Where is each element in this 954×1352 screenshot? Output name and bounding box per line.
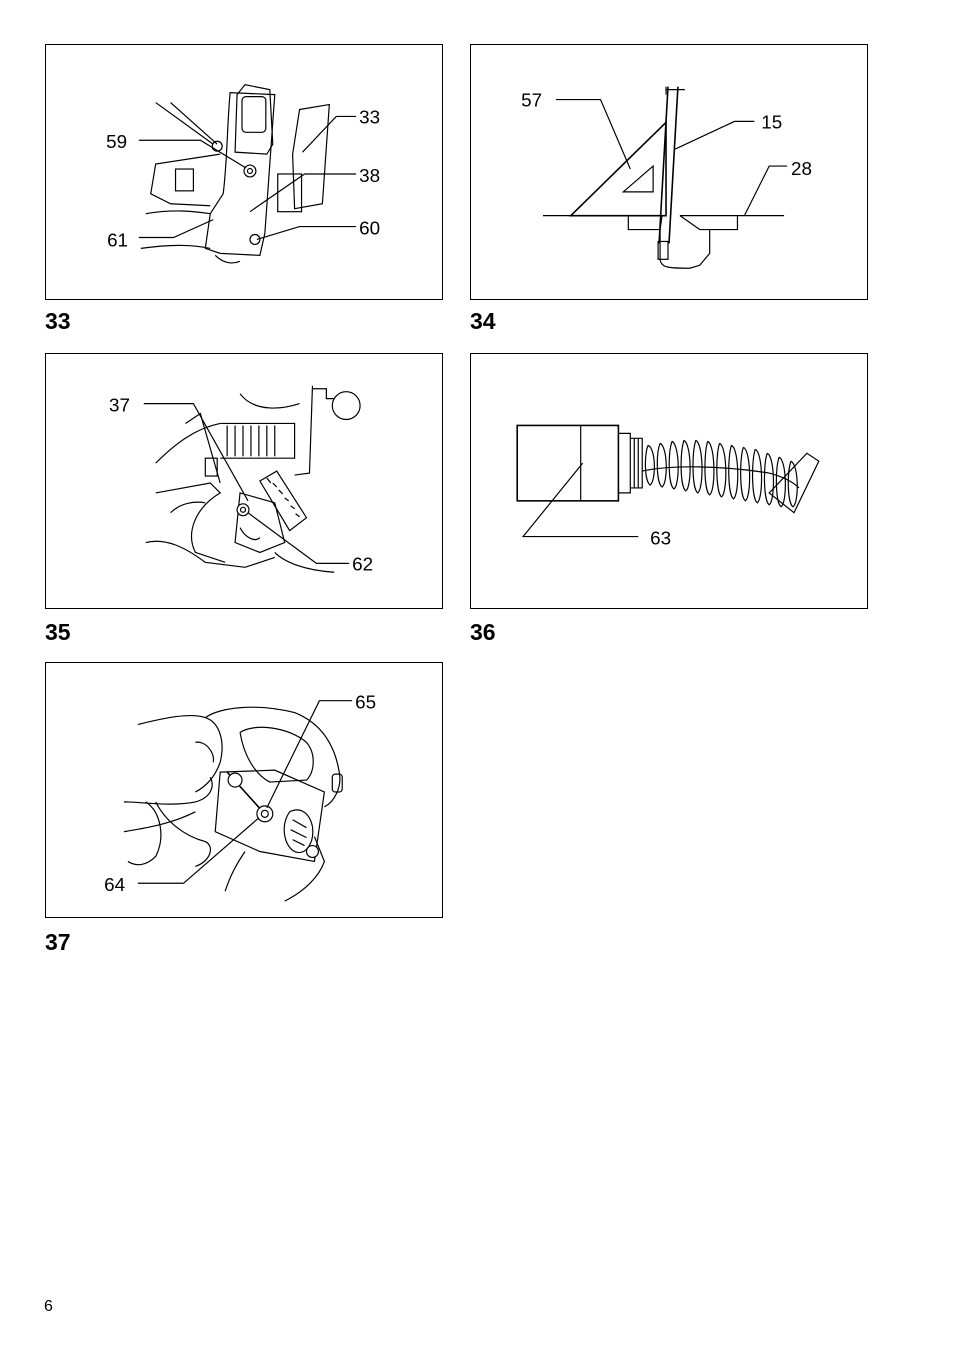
figure-37-number: 37: [45, 931, 71, 954]
figure-36-number: 36: [470, 621, 496, 644]
figure-36-callout-63: 63: [650, 528, 671, 549]
figure-37-callout-65: 65: [355, 692, 376, 713]
figure-33-callout-33: 33: [359, 106, 380, 127]
figure-37-illustration: 65 64: [46, 663, 442, 917]
figure-37-panel: 65 64: [45, 662, 443, 918]
figure-35-panel: 37 62: [45, 353, 443, 609]
figure-34-number: 34: [470, 310, 496, 333]
figure-33-callout-59: 59: [106, 131, 127, 152]
figure-35-illustration: 37 62: [46, 354, 442, 608]
figure-33-callout-60: 60: [359, 218, 380, 239]
figure-33-illustration: 59 61 33 38 60: [46, 45, 442, 299]
figure-35-callout-37: 37: [109, 395, 130, 416]
figure-36-illustration: 63: [471, 354, 867, 608]
figure-34-callout-57: 57: [521, 90, 542, 111]
figure-34-illustration: 57 15 28: [471, 45, 867, 299]
figure-37-callout-64: 64: [104, 874, 125, 895]
figure-34-panel: 57 15 28: [470, 44, 868, 300]
figure-33-callout-61: 61: [107, 229, 128, 250]
figure-34-callout-28: 28: [791, 158, 812, 179]
figure-33-callout-38: 38: [359, 165, 380, 186]
figure-34-callout-15: 15: [761, 111, 782, 132]
page-number: 6: [44, 1298, 53, 1316]
figure-36-panel: 63: [470, 353, 868, 609]
figure-35-number: 35: [45, 621, 71, 644]
figure-33-panel: 59 61 33 38 60: [45, 44, 443, 300]
figure-33-number: 33: [45, 310, 71, 333]
figure-35-callout-62: 62: [352, 553, 373, 574]
